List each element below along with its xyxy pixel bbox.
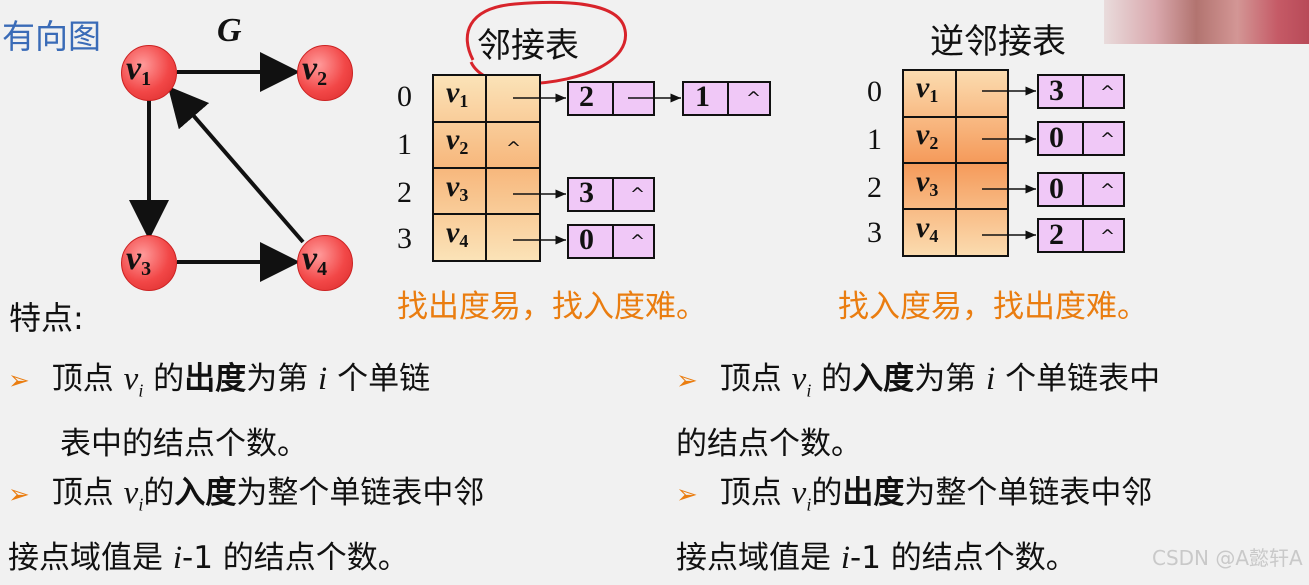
- null-pointer: ^: [1100, 226, 1116, 247]
- index-label: 2: [867, 171, 882, 204]
- bullet-arrow-icon: ➢: [8, 366, 30, 396]
- bullet-rev-outdegree: ➢顶点 vi的出度为整个单链表中邻 接点域值是 i-1 的结点个数。: [676, 475, 1153, 576]
- index-label: 0: [397, 80, 412, 113]
- adj-node-value: 1: [695, 80, 710, 113]
- index-label: 1: [397, 128, 412, 161]
- adj-node-value: 3: [579, 176, 594, 209]
- bullet-adj-outdegree: ➢顶点 vi 的出度为第 i 个单链 表中的结点个数。: [8, 361, 431, 462]
- head-vertex: v1: [916, 71, 939, 106]
- vertex-label: v3: [126, 240, 152, 280]
- head-vertex: v3: [916, 165, 939, 200]
- vertex-v2: [297, 45, 353, 101]
- rev-node-value: 2: [1049, 218, 1064, 251]
- index-label: 3: [867, 216, 882, 249]
- index-label: 3: [397, 222, 412, 255]
- features-label: 特点:: [9, 299, 84, 337]
- blurred-strip: [1104, 0, 1309, 44]
- rev-node-value: 0: [1049, 121, 1064, 154]
- null-pointer: ^: [506, 138, 522, 159]
- adj-list-diagram: [432, 74, 771, 262]
- null-pointer: ^: [1100, 82, 1116, 103]
- watermark: CSDN @A懿轩A: [1152, 546, 1303, 570]
- index-label: 2: [397, 176, 412, 209]
- rev-adj-note: 找入度易，找出度难。: [838, 289, 1148, 325]
- head-vertex: v4: [916, 211, 939, 246]
- head-vertex: v2: [446, 123, 469, 158]
- adj-note: 找出度易，找入度难。: [397, 289, 707, 325]
- vertex-label: v2: [302, 50, 328, 90]
- head-vertex: v2: [916, 118, 939, 153]
- bullet-arrow-icon: ➢: [676, 366, 698, 396]
- vertex-v3: [121, 235, 177, 291]
- null-pointer: ^: [1100, 129, 1116, 150]
- vertex-label: v4: [302, 240, 328, 280]
- rev-adj-list-header: 逆邻接表: [930, 22, 1066, 62]
- index-label: 0: [867, 75, 882, 108]
- rev-adj-list-diagram: [902, 69, 1125, 257]
- bullet-arrow-icon: ➢: [8, 480, 30, 510]
- directed-graph: [129, 52, 305, 282]
- bullet-rev-indegree: ➢顶点 vi 的入度为第 i 个单链表中 的结点个数。: [676, 361, 1161, 462]
- vertex-label: v1: [126, 50, 152, 90]
- null-pointer: ^: [1100, 180, 1116, 201]
- adj-node-value: 2: [579, 80, 594, 113]
- adj-list-header: 邻接表: [477, 26, 579, 66]
- null-pointer: ^: [746, 88, 762, 109]
- vertex-v4: [297, 235, 353, 291]
- edge-v4-v1: [167, 85, 305, 244]
- index-label: 1: [867, 123, 882, 156]
- adj-node-value: 0: [579, 223, 594, 256]
- page-title: 有向图: [2, 17, 101, 56]
- bullet-arrow-icon: ➢: [676, 480, 698, 510]
- rev-node-value: 0: [1049, 172, 1064, 205]
- null-pointer: ^: [630, 184, 646, 205]
- null-pointer: ^: [630, 231, 646, 252]
- bullet-adj-indegree: ➢顶点 vi的入度为整个单链表中邻 接点域值是 i-1 的结点个数。: [8, 475, 485, 576]
- graph-label: G: [217, 12, 242, 49]
- head-vertex: v1: [446, 76, 469, 111]
- rev-node-value: 3: [1049, 74, 1064, 107]
- head-vertex: v3: [446, 170, 469, 205]
- vertex-v1: [121, 45, 177, 101]
- head-vertex: v4: [446, 216, 469, 251]
